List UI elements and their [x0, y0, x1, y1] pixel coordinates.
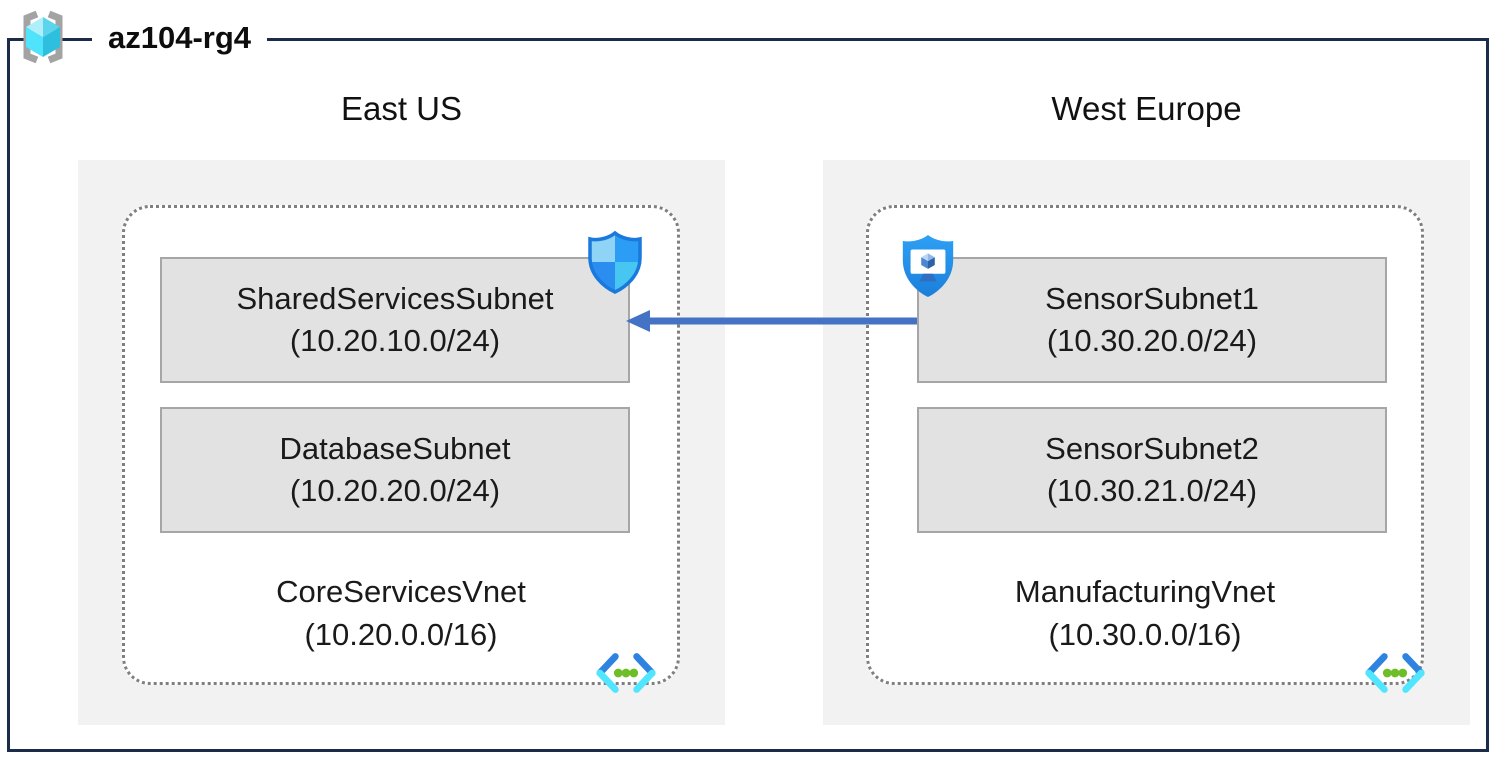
virtual-network-icon: [1365, 653, 1425, 693]
vnet-label-manufacturing: ManufacturingVnet (10.30.0.0/16): [866, 570, 1424, 656]
region-header-east-us: East US: [340, 90, 463, 127]
shield-monitor-icon: [902, 235, 954, 297]
subnet-name: SensorSubnet1: [1045, 281, 1259, 316]
vnet-name: ManufacturingVnet: [1014, 574, 1276, 609]
region-header-west-europe: West Europe: [1051, 90, 1242, 127]
resource-group-icon: [23, 10, 63, 64]
subnet-name: SensorSubnet2: [1045, 431, 1259, 466]
resource-group-title: az104-rg4: [92, 16, 268, 60]
subnet-cidr: (10.20.20.0/24): [289, 473, 501, 508]
subnet-box-sharedservices: SharedServicesSubnet (10.20.10.0/24): [160, 257, 630, 383]
vnet-name: CoreServicesVnet: [276, 574, 526, 609]
subnet-box-database: DatabaseSubnet (10.20.20.0/24): [160, 407, 630, 533]
subnet-name: SharedServicesSubnet: [236, 281, 554, 316]
subnet-cidr: (10.20.10.0/24): [289, 323, 501, 358]
vnet-cidr: (10.20.0.0/16): [304, 617, 498, 652]
subnet-box-sensor1: SensorSubnet1 (10.30.20.0/24): [917, 257, 1387, 383]
virtual-network-icon: [596, 653, 656, 693]
vnet-cidr: (10.30.0.0/16): [1048, 617, 1242, 652]
subnet-cidr: (10.30.21.0/24): [1046, 473, 1258, 508]
resource-group-frame: [7, 38, 1489, 752]
network-security-group-shield-icon: [588, 230, 642, 294]
vnet-label-coreservices: CoreServicesVnet (10.20.0.0/16): [122, 570, 680, 656]
subnet-cidr: (10.30.20.0/24): [1046, 323, 1258, 358]
subnet-name: DatabaseSubnet: [279, 431, 511, 466]
subnet-box-sensor2: SensorSubnet2 (10.30.21.0/24): [917, 407, 1387, 533]
